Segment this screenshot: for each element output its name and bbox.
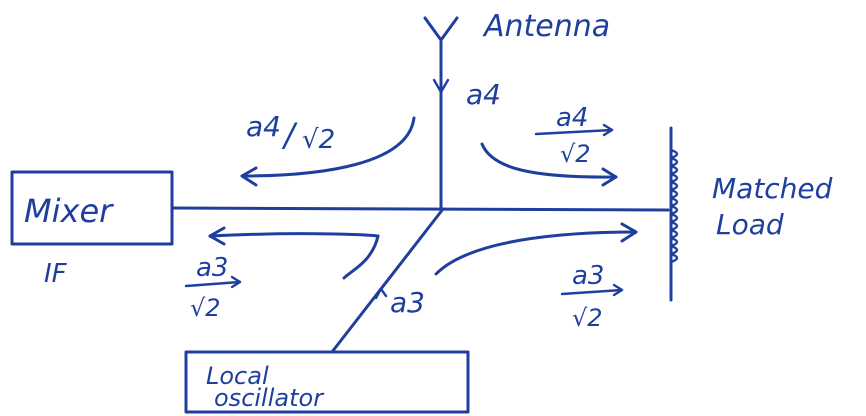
a3-incident-label: a3 [390, 286, 425, 319]
a3-right-arrowhead [620, 222, 638, 243]
a4-left-numerator: a4 [246, 110, 281, 143]
mixer-label: Mixer [24, 192, 114, 230]
a4-right-curve [480, 142, 618, 179]
antenna-label: Antenna [482, 9, 610, 44]
a4-left-denominator: √2 [302, 125, 335, 155]
a3-left-fraction-bar [184, 280, 242, 288]
a3-right-denominator: √2 [572, 304, 603, 332]
a4-right-arrowhead [601, 167, 618, 187]
a3-left-arrowhead [208, 226, 226, 246]
a4-right-fraction-bar [534, 128, 614, 136]
matched-load-label-2: Load [716, 208, 784, 241]
a4-left-arrowhead [240, 166, 258, 187]
a3-right-fraction-bar [560, 288, 624, 296]
collinear-arm-line [170, 206, 670, 212]
if-label: IF [44, 259, 68, 289]
a3-right-curve [434, 230, 638, 276]
matched-load-label-1: Matched [712, 172, 833, 205]
matched-load-coil-icon [669, 126, 679, 302]
a3-left-curve-tail [342, 234, 380, 280]
local-oscillator-box [184, 350, 470, 414]
a4-incident-label: a4 [466, 78, 501, 111]
a3-left-curve [208, 232, 380, 238]
a3-left-numerator: a3 [196, 253, 228, 283]
a4-right-bar-arrow [602, 123, 614, 137]
a3-input-arrow [374, 287, 388, 300]
a3-left-denominator: √2 [190, 294, 221, 322]
local-oscillator-label-2: oscillator [214, 384, 325, 412]
a3-left-bar-arrow [230, 275, 242, 289]
a4-left-curve [240, 116, 416, 178]
local-oscillator-label-1: Local [206, 362, 269, 390]
mixer-box [10, 170, 174, 246]
a3-right-numerator: a3 [572, 261, 604, 291]
a4-right-numerator: a4 [556, 103, 588, 133]
e-arm-line [330, 207, 445, 354]
a4-right-denominator: √2 [560, 140, 591, 168]
a4-left-slash: / [281, 116, 298, 154]
a3-right-bar-arrow [612, 283, 624, 297]
antenna-icon [423, 16, 459, 94]
